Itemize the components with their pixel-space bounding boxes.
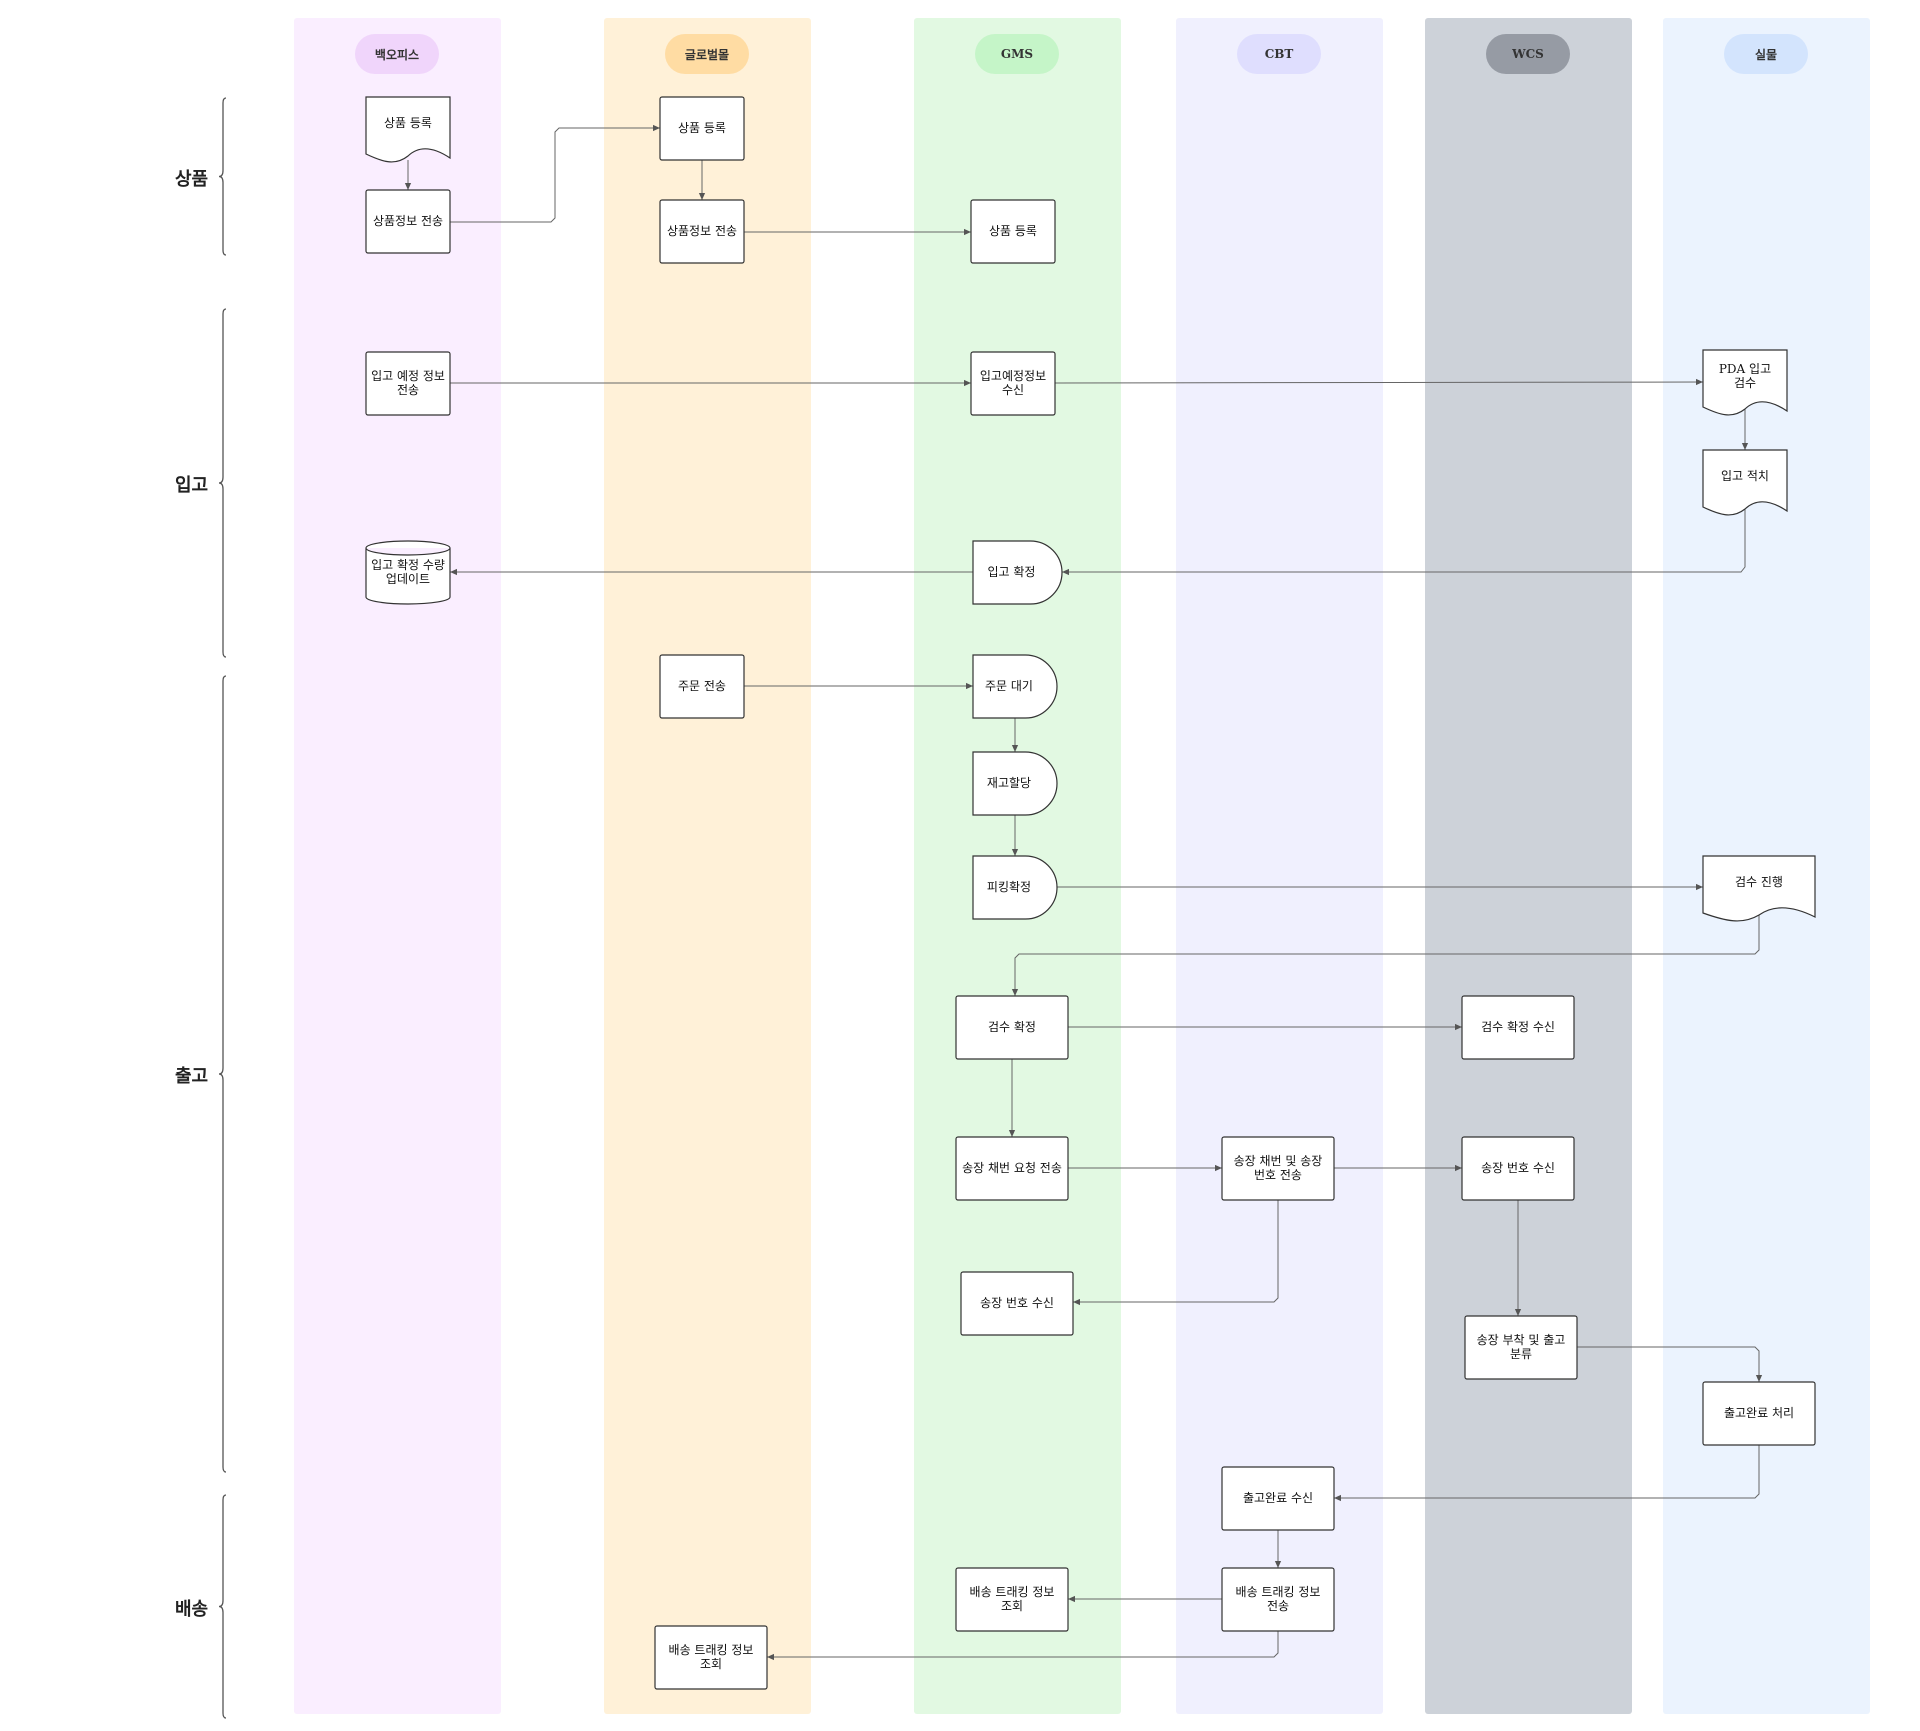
edge-wcs-attach-to-real-done: [1577, 1346, 1763, 1382]
phase-brace-product: [218, 97, 227, 256]
edge-real-done-to-cbt-donerecv: [1334, 1445, 1760, 1502]
node-gms-inconf: [972, 540, 1063, 605]
lane-header-gms: GMS: [975, 34, 1059, 74]
phase-label-delivery: 배송: [175, 1598, 209, 1620]
phase-brace-outbound: [218, 675, 227, 1473]
node-gms-alloc: [972, 751, 1058, 816]
edge-gms-inplan-to-real-pda: [1054, 378, 1704, 386]
node-real-inspect: [1702, 855, 1816, 922]
node-wcs-invrecv: [1461, 1136, 1575, 1201]
lane-header-cbt: CBT: [1237, 34, 1321, 74]
lane-header-real: 실물: [1724, 34, 1808, 74]
phase-label-inbound: 입고: [175, 475, 209, 496]
node-gl-reg: [659, 96, 745, 161]
edge-real-stack-to-gms-inconf: [1062, 507, 1746, 576]
phase-brace-delivery: [218, 1494, 227, 1719]
node-cbt-track: [1221, 1567, 1335, 1632]
node-gms-inplan: [970, 351, 1056, 416]
lane-header-gl: 글로벌몰: [665, 34, 749, 74]
phase-label-product: 상품: [175, 168, 209, 190]
lane-bo-background: [294, 18, 501, 1714]
lane-header-bo: 백오피스: [355, 34, 439, 74]
node-cbt-donerecv: [1221, 1466, 1335, 1531]
node-gms-track: [955, 1567, 1069, 1632]
phase-brace-inbound: [218, 308, 227, 658]
edge-cbt-track-to-gl-track: [767, 1631, 1279, 1661]
lane-header-wcs: WCS: [1486, 34, 1570, 74]
node-wcs-insrecv: [1461, 995, 1575, 1060]
node-gms-pick: [972, 855, 1058, 920]
node-bo-reg: [365, 96, 451, 163]
lane-gl-background: [604, 18, 811, 1714]
edge-bo-send-to-gl-reg: [450, 124, 660, 223]
node-gl-track: [654, 1625, 768, 1690]
edge-real-inspect-to-gms-insconf: [1011, 914, 1760, 996]
node-wcs-attach: [1464, 1315, 1578, 1380]
node-gms-insconf: [955, 995, 1069, 1060]
edge-cbt-inv-to-gms-invrecv: [1073, 1200, 1279, 1306]
node-bo-inplan: [365, 351, 451, 416]
phase-label-outbound: 출고: [175, 1066, 209, 1087]
lane-wcs-background: [1425, 18, 1632, 1714]
lane-cbt-background: [1176, 18, 1383, 1714]
node-bo-send: [365, 189, 451, 254]
node-real-done: [1702, 1381, 1816, 1446]
node-cbt-inv: [1221, 1136, 1335, 1201]
node-gl-send: [659, 199, 745, 264]
node-gms-invreq: [955, 1136, 1069, 1201]
node-gms-invrecv: [960, 1271, 1074, 1336]
node-real-pda: [1702, 349, 1788, 416]
node-bo-qty: [365, 540, 451, 605]
node-gms-reg: [970, 199, 1056, 264]
node-real-stack: [1702, 449, 1788, 516]
node-gl-order: [659, 654, 745, 719]
node-gms-wait: [972, 654, 1058, 719]
